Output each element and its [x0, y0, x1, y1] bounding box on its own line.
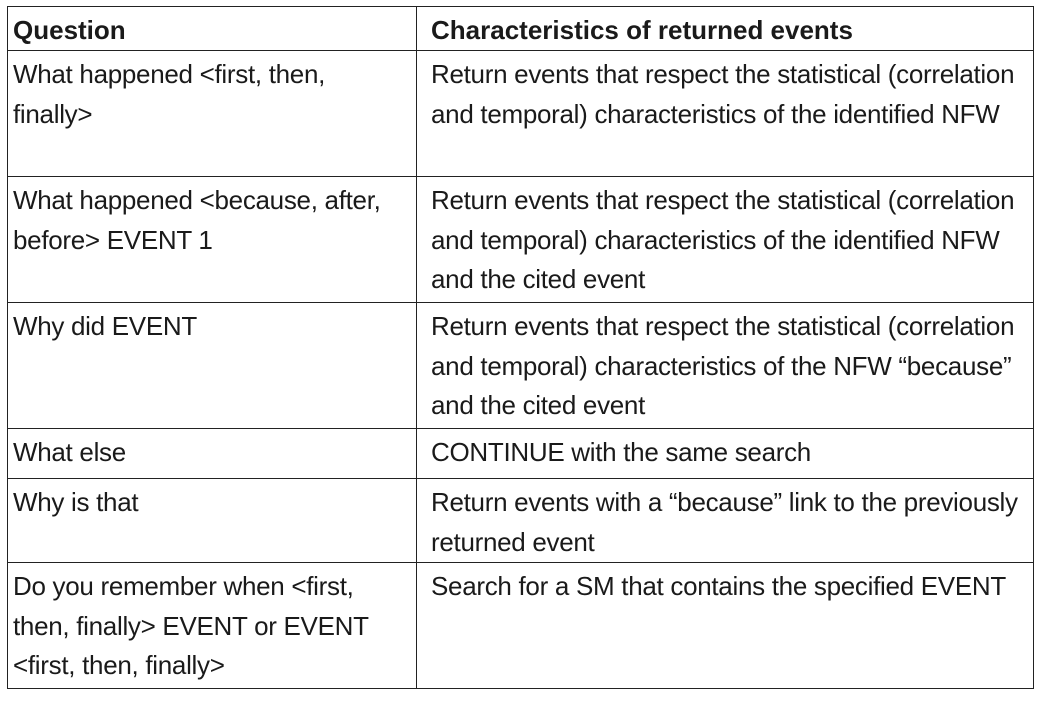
- characteristics-cell: Return events that respect the statistic…: [416, 176, 1034, 303]
- question-events-table: Question Characteristics of returned eve…: [7, 6, 1034, 689]
- question-cell: What else: [7, 428, 417, 479]
- question-cell: Why did EVENT: [7, 302, 417, 429]
- header-characteristics: Characteristics of returned events: [416, 6, 1034, 51]
- characteristics-cell: Return events that respect the statistic…: [416, 302, 1034, 429]
- table-body: What happened <first, then, finally> Ret…: [7, 50, 1034, 689]
- table-row: Why is that Return events with a “becaus…: [7, 478, 1034, 563]
- characteristics-cell: Search for a SM that contains the specif…: [416, 562, 1034, 689]
- header-question: Question: [7, 6, 417, 51]
- table-row: What happened <first, then, finally> Ret…: [7, 50, 1034, 177]
- question-cell: What happened <first, then, finally>: [7, 50, 417, 177]
- characteristics-cell: Return events with a “because” link to t…: [416, 478, 1034, 563]
- table-row: Why did EVENT Return events that respect…: [7, 302, 1034, 429]
- characteristics-cell: Return events that respect the statistic…: [416, 50, 1034, 177]
- table-row: Do you remember when <first, then, final…: [7, 562, 1034, 689]
- question-cell: Why is that: [7, 478, 417, 563]
- question-cell: What happened <because, after, before> E…: [7, 176, 417, 303]
- table-row: What happened <because, after, before> E…: [7, 176, 1034, 303]
- table-header: Question Characteristics of returned eve…: [7, 6, 1034, 51]
- question-cell: Do you remember when <first, then, final…: [7, 562, 417, 689]
- table-row: What else CONTINUE with the same search: [7, 428, 1034, 479]
- header-row: Question Characteristics of returned eve…: [7, 6, 1034, 51]
- characteristics-cell: CONTINUE with the same search: [416, 428, 1034, 479]
